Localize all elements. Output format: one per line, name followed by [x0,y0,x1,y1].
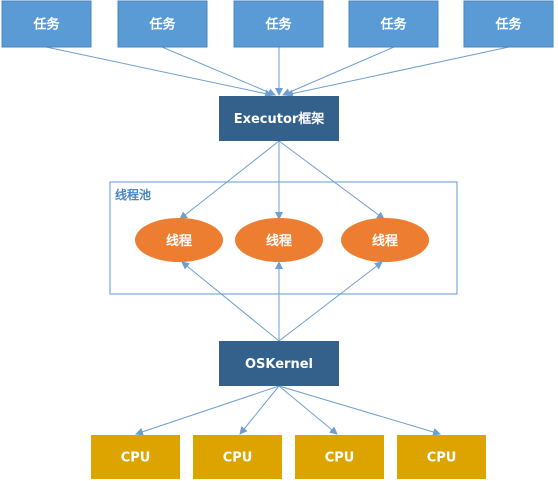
cpu-label: CPU [325,451,355,466]
edge-kernel-to-cpu-2 [239,385,280,435]
task-box: 任务 [463,0,554,48]
edge-task-1-to-executor [45,46,273,98]
task-label: 任务 [32,17,60,33]
thread-node: 线程 [341,218,429,262]
task-label: 任务 [379,17,407,33]
cpu-label: CPU [223,451,253,466]
task-box: 任务 [1,0,92,48]
cpu-label: CPU [121,451,151,466]
thread-node: 线程 [135,218,223,262]
thread-pool-label: 线程池 [115,187,151,202]
task-box: 任务 [117,0,208,48]
edge-executor-to-thread-1 [179,140,280,220]
edge-kernel-to-cpu-3 [278,385,338,435]
task-label: 任务 [148,17,176,33]
task-box: 任务 [233,0,324,48]
executor-box: Executor框架 [219,96,339,141]
edge-task-2-to-executor [161,46,276,96]
edge-kernel-to-thread-3 [278,261,383,342]
cpu-box: CPU [397,435,486,479]
thread-label: 线程 [372,233,398,249]
task-row: 任务 任务 任务 任务 任务 [1,0,554,48]
edge-task-5-to-executor [285,46,510,98]
edge-kernel-to-thread-1 [181,261,280,342]
cpu-box: CPU [91,435,180,479]
thread-label: 线程 [266,233,292,249]
thread-pool: 线程池 线程 线程 线程 [109,181,458,295]
task-box: 任务 [348,0,439,48]
task-label: 任务 [264,17,292,33]
edge-task-4-to-executor [282,46,395,96]
kernel-box: OSKernel [219,341,339,386]
cpu-box: CPU [295,435,384,479]
thread-node: 线程 [235,218,323,262]
kernel-label: OSKernel [245,357,313,372]
edge-kernel-to-cpu-4 [278,385,441,436]
thread-label: 线程 [166,233,192,249]
edges [45,46,510,436]
executor-label: Executor框架 [234,111,325,127]
cpu-box: CPU [193,435,282,479]
edge-executor-to-thread-3 [278,140,385,220]
cpu-label: CPU [427,451,457,466]
edge-kernel-to-cpu-1 [135,385,280,436]
task-label: 任务 [494,17,522,33]
cpu-row: CPU CPU CPU CPU [91,435,486,479]
